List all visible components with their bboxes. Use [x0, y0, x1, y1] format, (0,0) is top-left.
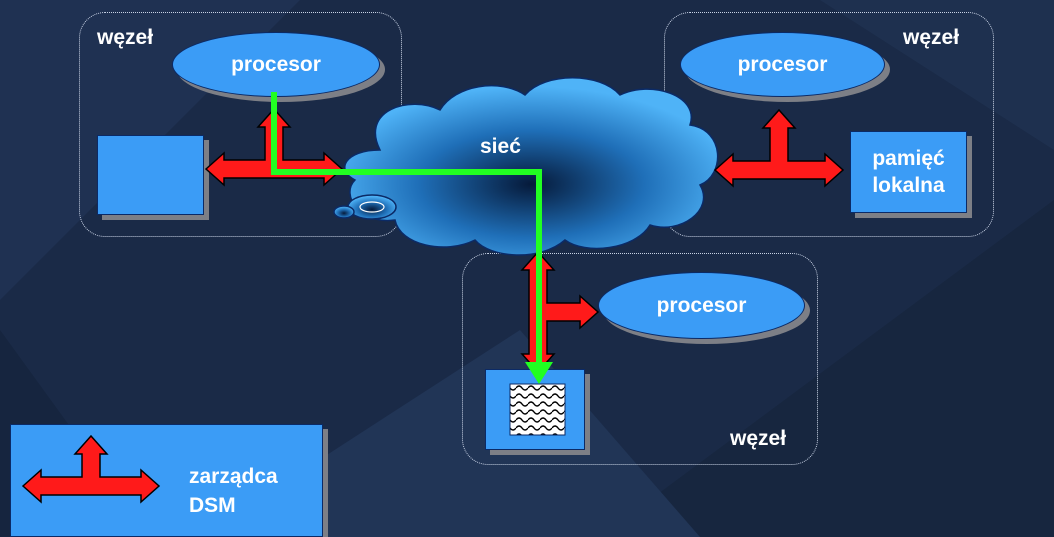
processor-right: procesor [680, 32, 885, 97]
node-label-bottom: węzeł [730, 427, 787, 450]
memory-block-bottom [485, 369, 585, 450]
processor-bottom: procesor [598, 272, 805, 339]
legend-label-line2: DSM [189, 494, 236, 517]
network-label: sieć [480, 135, 521, 158]
legend-label-line1: zarządca [189, 465, 278, 488]
memory-block-right: pamięć lokalna [850, 131, 967, 213]
memory-block-left [97, 135, 204, 215]
processor-left: procesor [172, 32, 380, 97]
memory-label-line2: lokalna [872, 174, 945, 197]
memory-label-line1: pamięć [872, 147, 945, 170]
node-label-left: węzeł [97, 26, 154, 49]
node-label-right: węzeł [903, 26, 960, 49]
